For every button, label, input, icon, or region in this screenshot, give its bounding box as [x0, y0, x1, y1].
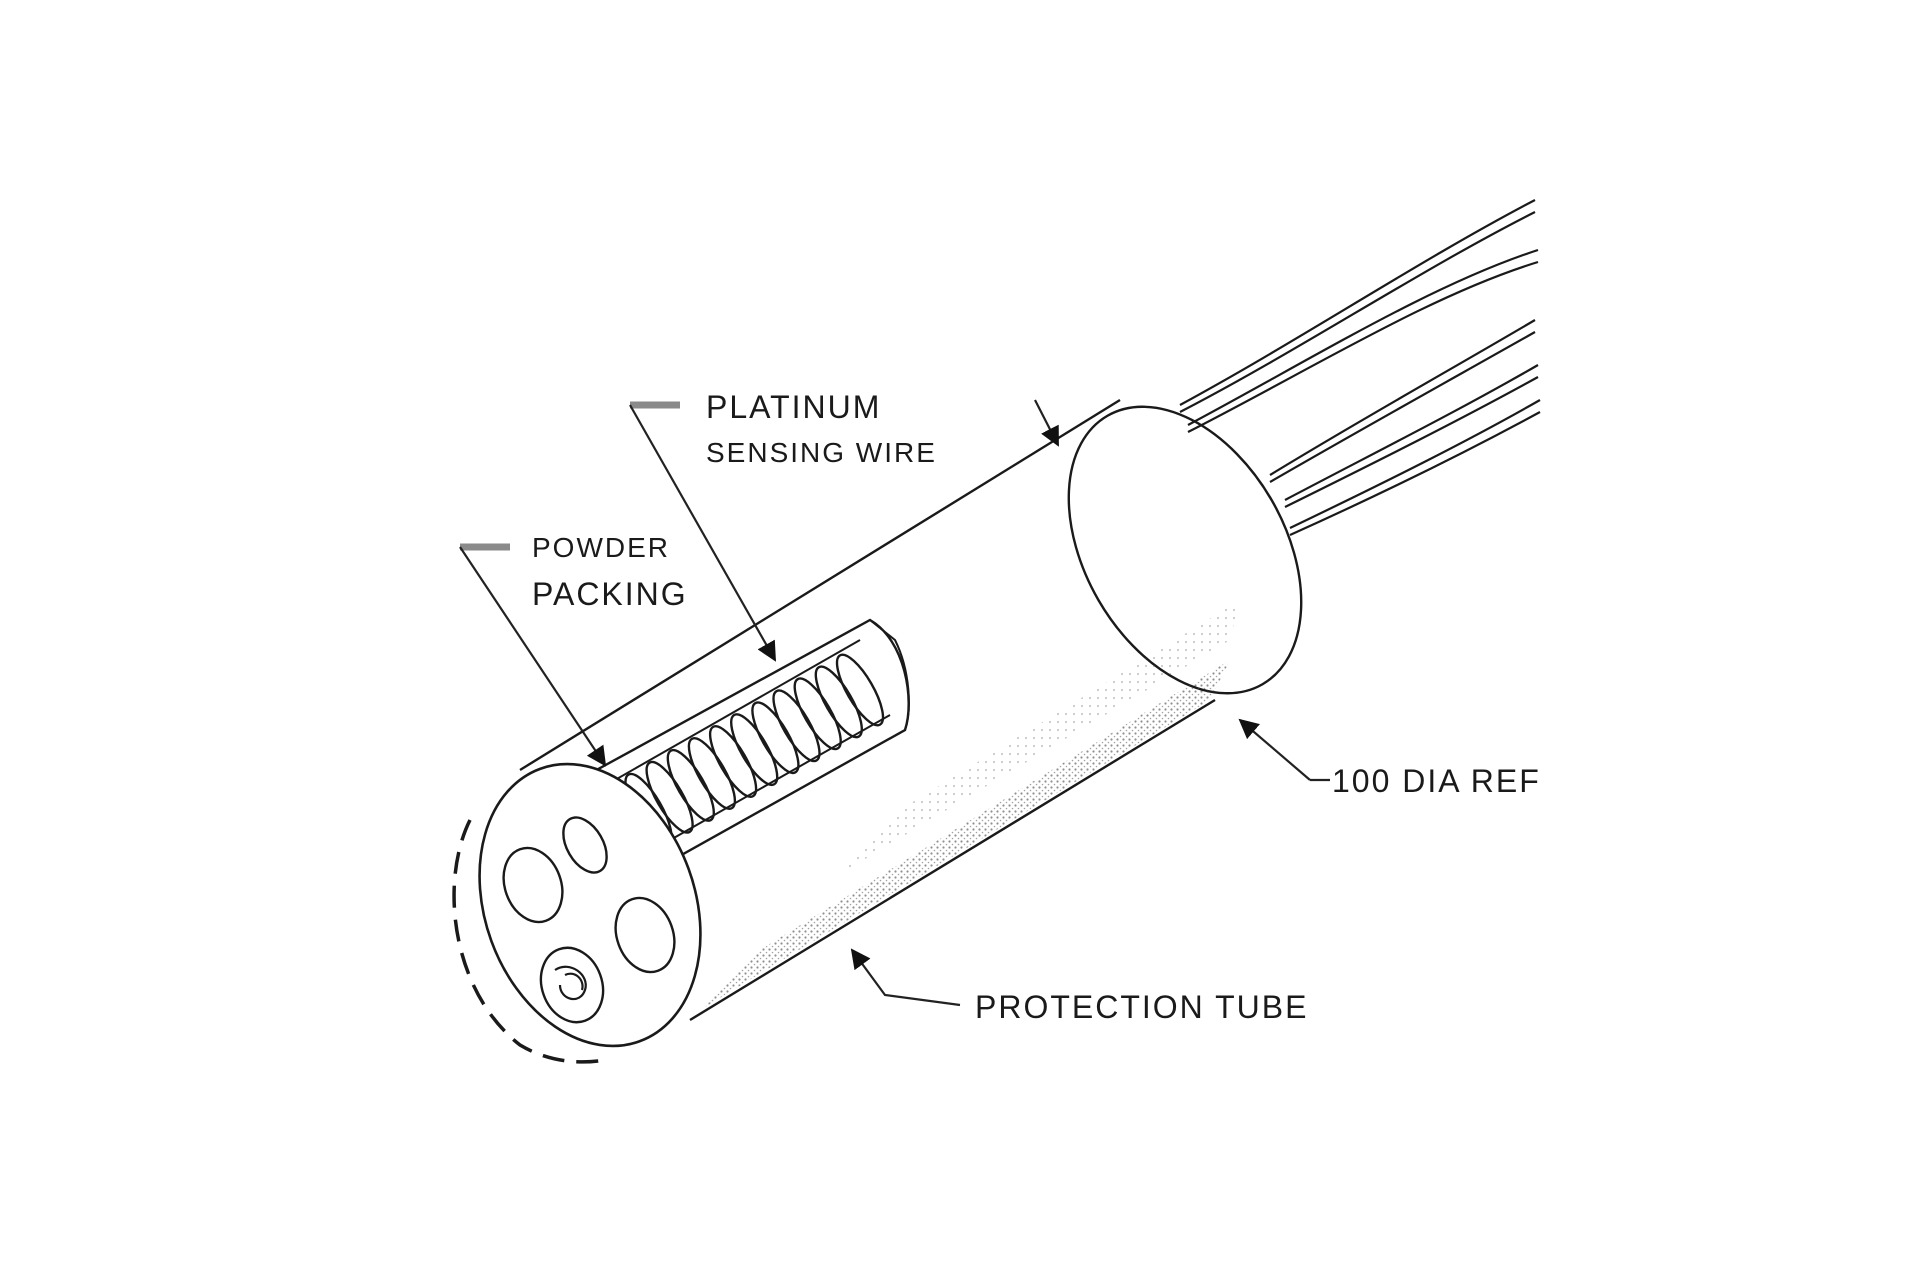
label-powder-line1: POWDER — [532, 532, 670, 563]
coil-turn — [793, 677, 842, 751]
coil-turn — [645, 760, 694, 834]
label-protection-tube: PROTECTION TUBE — [975, 989, 1308, 1025]
leader-lines — [459, 401, 961, 1007]
coil-turn — [772, 689, 821, 763]
coil-turn — [814, 665, 863, 739]
coil-turn — [687, 737, 737, 810]
lead-wires — [1179, 199, 1541, 537]
protection-tube-body — [519, 398, 1303, 1022]
label-platinum-line1: PLATINUM — [706, 389, 881, 425]
diameter-dimension — [1034, 399, 1330, 782]
coil-turn — [751, 701, 800, 775]
label-platinum-line2: SENSING WIRE — [706, 437, 937, 468]
label-powder-line2: PACKING — [532, 576, 688, 612]
label-diameter: 100 DIA REF — [1332, 763, 1541, 799]
coil-turn — [666, 748, 715, 822]
coil-turn — [730, 713, 779, 787]
coil-turn — [708, 725, 758, 798]
tube-end-face — [452, 762, 702, 1064]
coil-turn — [835, 653, 885, 727]
